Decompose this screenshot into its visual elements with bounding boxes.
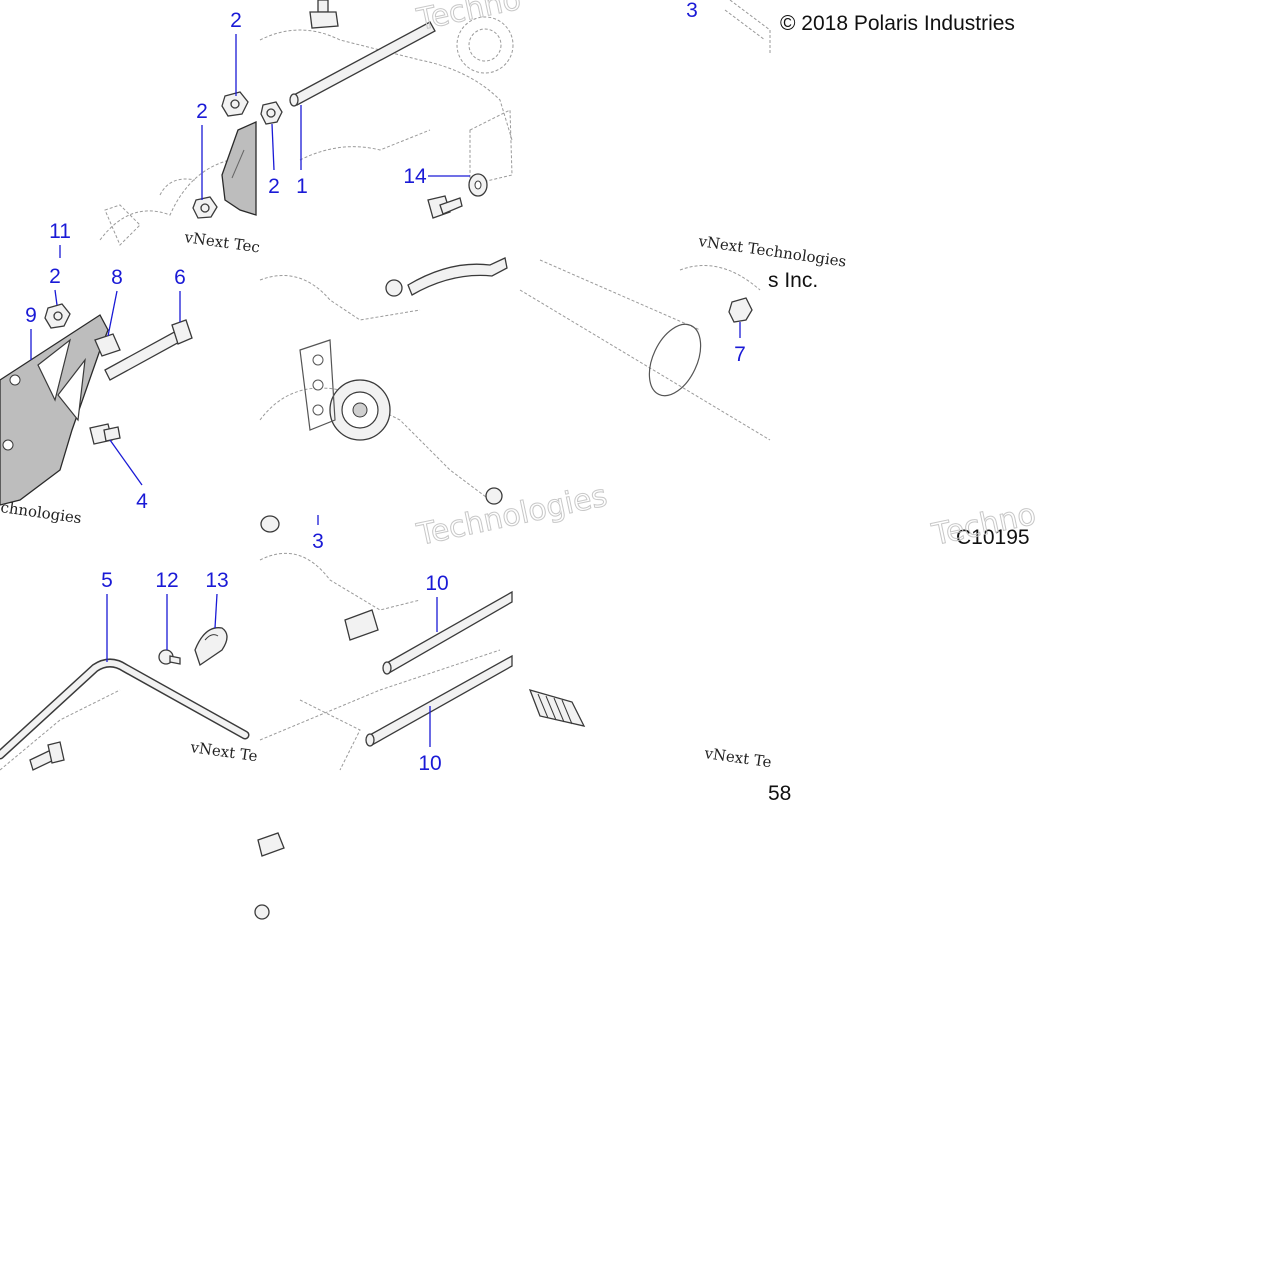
callout-label-c-2d: 2 xyxy=(49,265,61,288)
part-nut-2c xyxy=(192,196,218,219)
part-bar-5 xyxy=(0,658,250,760)
drawing-code-fragment: 58 xyxy=(768,782,791,805)
part-bolt-top xyxy=(309,0,339,29)
part-bracket-top xyxy=(221,120,257,216)
part-washer-3 xyxy=(260,487,503,533)
part-bolt-4 xyxy=(89,423,121,445)
callout-label-c-3a: 3 xyxy=(686,0,698,22)
part-nut-2a xyxy=(221,91,249,117)
callout-label-c-7: 7 xyxy=(734,343,746,366)
callout-label-c-9: 9 xyxy=(25,304,37,327)
callout-label-c-13: 13 xyxy=(205,569,228,592)
part-rod-1 xyxy=(289,21,436,107)
callout-label-c-12: 12 xyxy=(155,569,178,592)
copyright-fragment: s Inc. xyxy=(768,269,818,292)
part-rod-10b xyxy=(365,654,513,747)
part-bolt-14 xyxy=(427,195,463,219)
part-nut-2d xyxy=(44,303,71,329)
leader-line-c-4 xyxy=(109,439,143,486)
callout-label-c-14: 14 xyxy=(403,165,427,188)
background-sketch xyxy=(0,0,771,771)
leader-line-c-2c xyxy=(271,123,275,171)
copyright-text: © 2018 Polaris Industries xyxy=(780,12,1015,35)
part-plate-9 xyxy=(0,314,109,506)
callout-label-c-4: 4 xyxy=(136,490,148,513)
callout-label-c-10b: 10 xyxy=(418,752,441,775)
callout-label-c-3b: 3 xyxy=(312,530,324,553)
leader-line-c-13 xyxy=(214,593,218,629)
part-washer-14 xyxy=(468,173,488,197)
callout-label-c-11: 11 xyxy=(49,220,71,243)
part-clamp-13 xyxy=(194,627,228,667)
part-splined-shaft xyxy=(344,609,586,727)
part-disc xyxy=(648,323,702,397)
part-screw-12 xyxy=(158,649,181,665)
part-hose-clip xyxy=(385,257,508,297)
drawing-code: C10195 xyxy=(956,526,1030,549)
callout-label-c-10a: 10 xyxy=(425,572,448,595)
callout-label-c-1: 1 xyxy=(296,175,308,198)
leader-line-c-2d xyxy=(54,289,58,306)
leader-line-c-8 xyxy=(107,290,118,337)
callout-label-c-2c: 2 xyxy=(268,175,280,198)
part-pulley xyxy=(299,339,391,441)
callout-label-c-2b: 2 xyxy=(196,100,208,123)
part-bolt-8 xyxy=(94,333,121,357)
callout-label-c-8: 8 xyxy=(111,266,123,289)
part-bolt-6 xyxy=(104,319,193,381)
callout-label-c-5: 5 xyxy=(101,569,113,592)
callout-label-c-6: 6 xyxy=(174,266,186,289)
callout-leaders xyxy=(30,34,741,747)
part-rod-10a xyxy=(382,590,513,675)
part-bolt-5 xyxy=(29,741,65,771)
part-fragment-bolt xyxy=(254,832,285,920)
part-nut-7 xyxy=(728,297,753,323)
part-nut-2b xyxy=(260,101,283,125)
callout-label-c-2a: 2 xyxy=(230,9,242,32)
